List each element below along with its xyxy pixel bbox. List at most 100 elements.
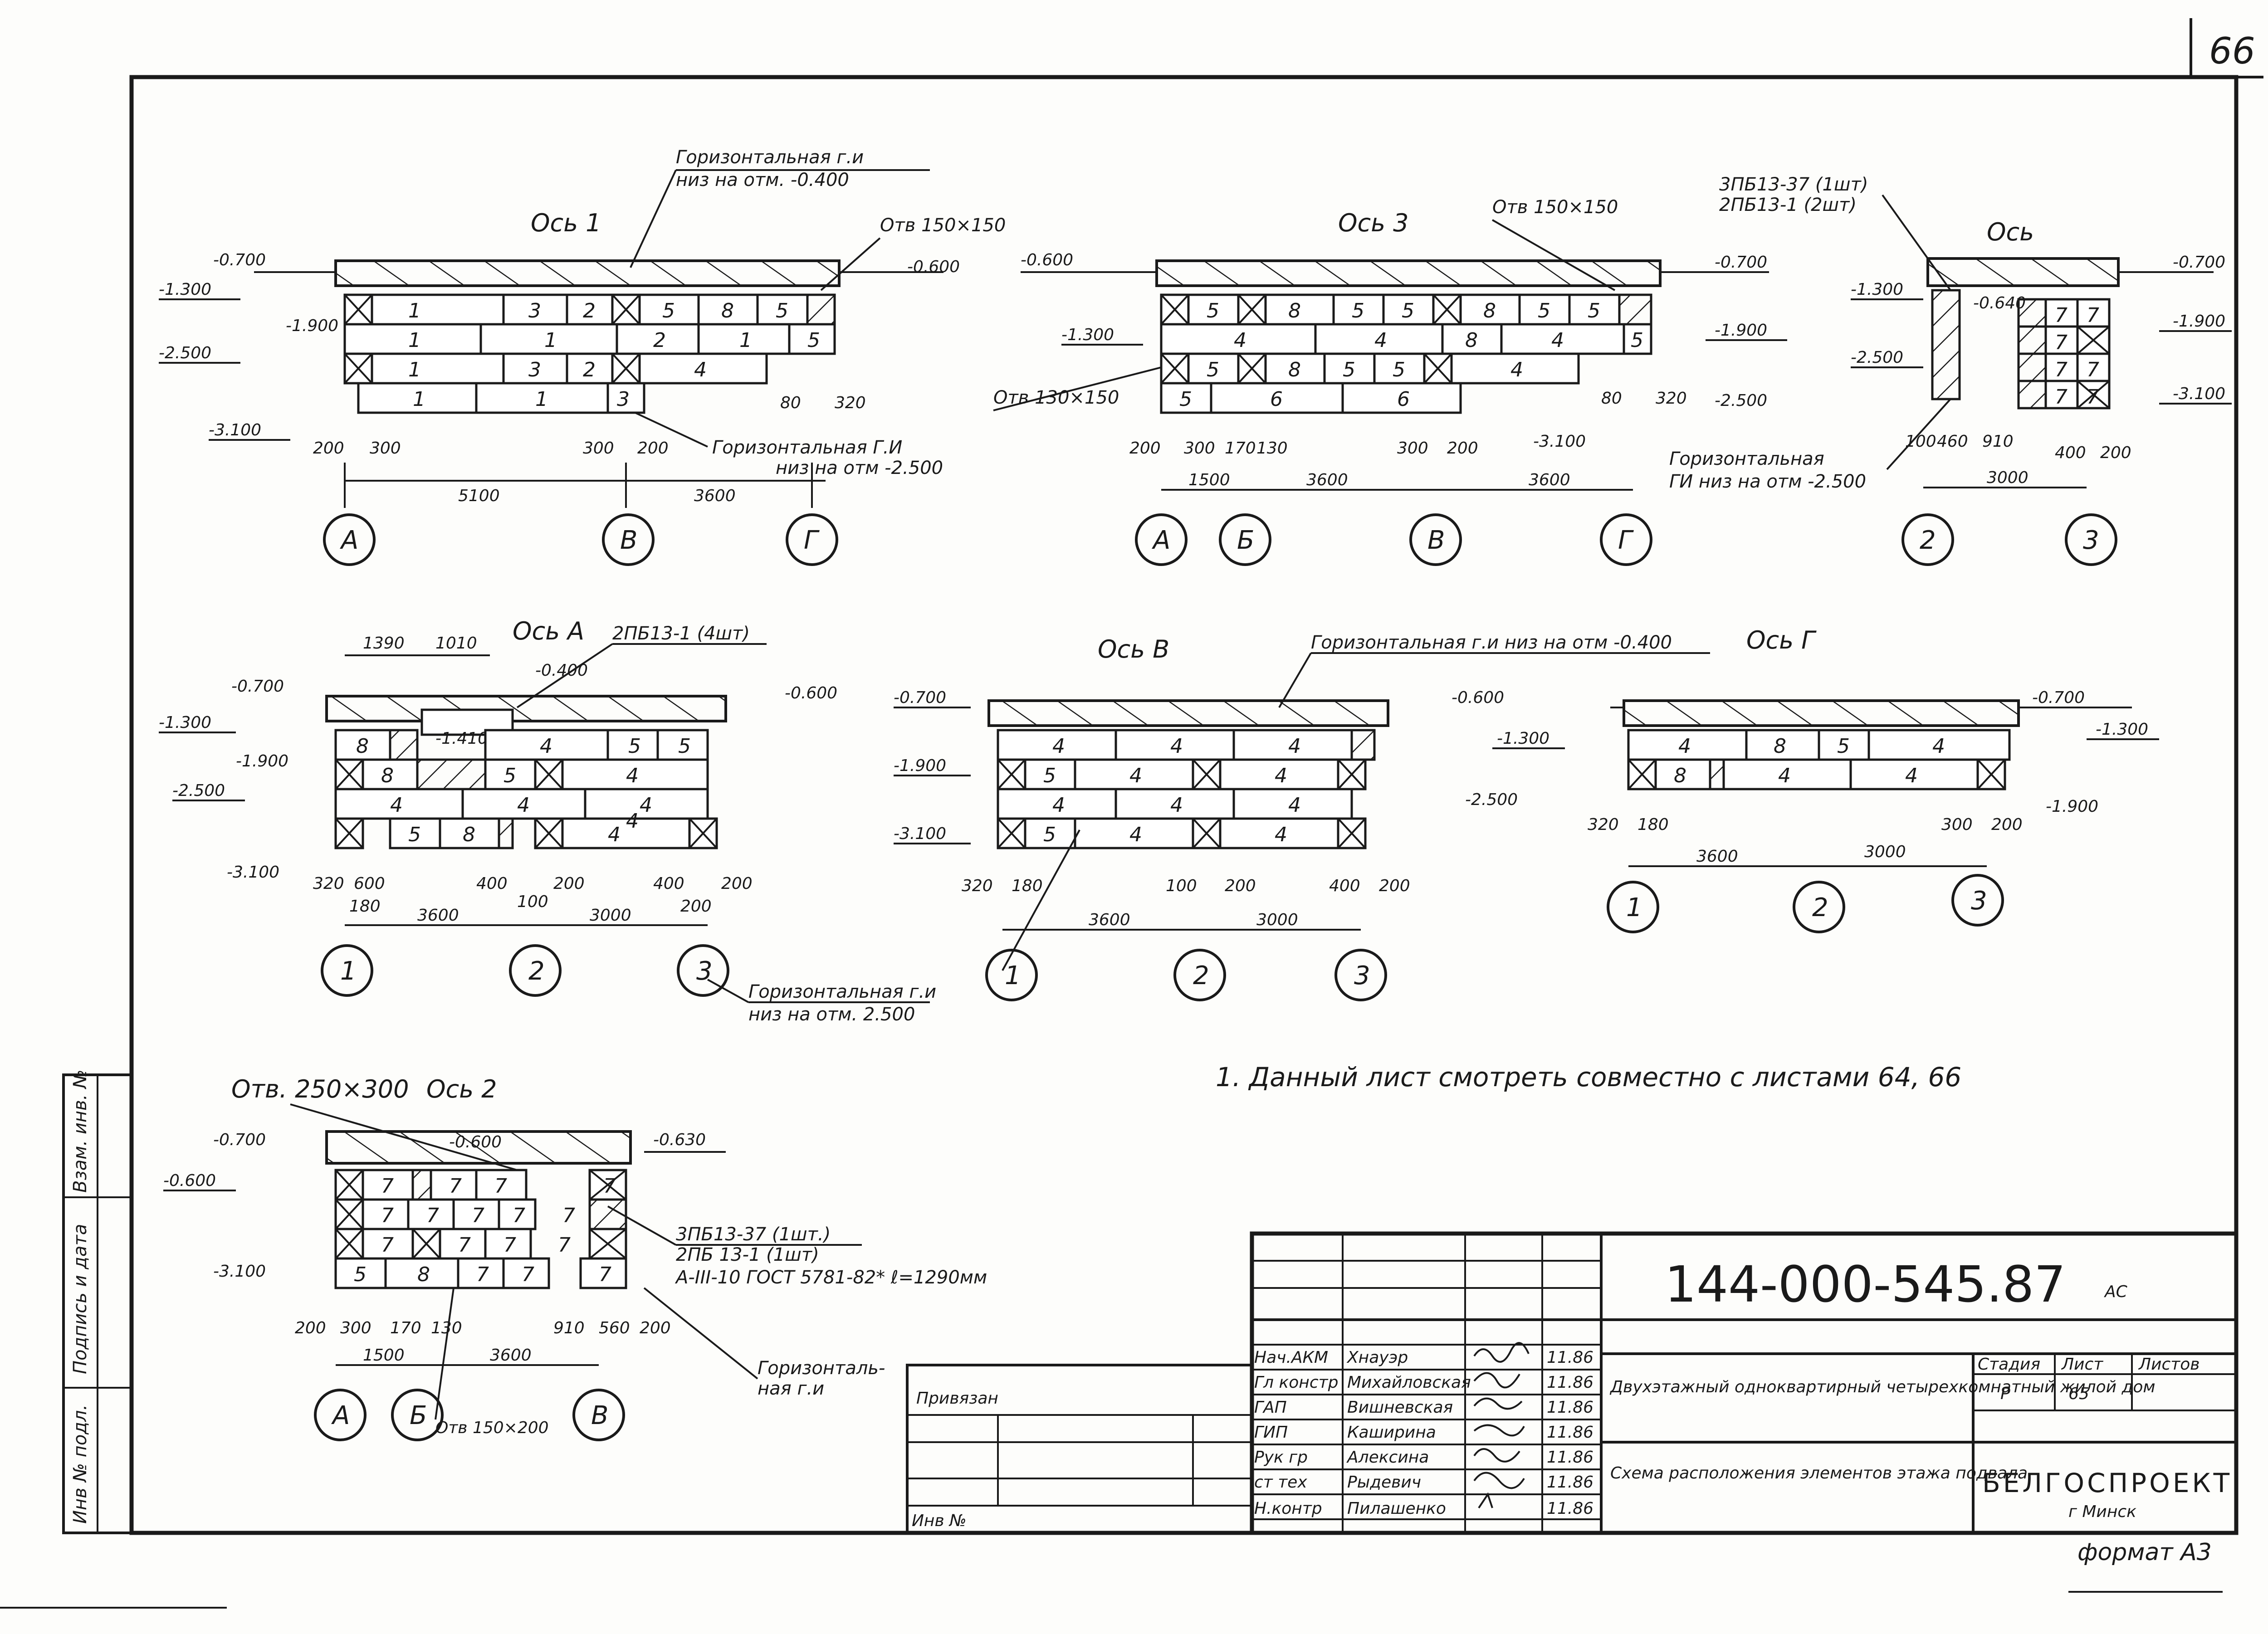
signature-5 [1473, 1448, 1520, 1463]
svg-text:Вишневская: Вишневская [1347, 1398, 1453, 1417]
os2-leader3: А-III-10 ГОСТ 5781-82* ℓ=1290мм [675, 1267, 987, 1288]
view-os3: Ось 3 Отв 150×150 [993, 197, 1787, 566]
svg-text:ГИП: ГИП [1254, 1423, 1288, 1442]
svg-text:11.86: 11.86 [1547, 1348, 1593, 1367]
svg-text:7: 7 [2055, 358, 2068, 381]
osB-leader-top: Горизонтальная г.и низ на отм -0.400 [1311, 632, 1672, 653]
svg-text:3600: 3600 [1089, 911, 1130, 929]
osA-title: Ось А [513, 617, 584, 645]
svg-text:3: 3 [617, 388, 630, 411]
os1-leader-bottom2: низ на отм -2.500 [776, 458, 943, 478]
svg-text:180: 180 [1637, 815, 1669, 834]
osG-block-numbers: 4 8 5 4 8 4 4 [1674, 735, 1945, 787]
svg-text:-1.300: -1.300 [2096, 720, 2148, 739]
svg-text:Хнауэр: Хнауэр [1346, 1348, 1408, 1367]
svg-text:180: 180 [349, 897, 381, 916]
os1-axes: А В Г [323, 513, 838, 566]
svg-text:7: 7 [458, 1234, 471, 1257]
svg-text:8: 8 [1288, 358, 1301, 381]
svg-text:5: 5 [503, 764, 516, 787]
os2-blocks [334, 1169, 627, 1289]
side-stamp-podpis: Подпись и дата [70, 1224, 91, 1374]
svg-text:3000: 3000 [1864, 843, 1906, 861]
svg-text:200: 200 [1379, 877, 1410, 895]
svg-text:2: 2 [1193, 961, 1209, 990]
svg-text:7: 7 [562, 1204, 575, 1227]
svg-text:7: 7 [558, 1234, 571, 1257]
svg-text:-0.700: -0.700 [213, 251, 266, 269]
svg-text:320: 320 [1656, 389, 1687, 408]
os2-axes: А Б В [314, 1389, 625, 1441]
svg-text:5: 5 [807, 329, 820, 352]
svg-text:1: 1 [408, 299, 421, 322]
svg-text:910: 910 [1982, 432, 2014, 451]
svg-text:7: 7 [503, 1234, 516, 1257]
os-small-block-numbers: 7 7 7 7 7 7 7 [2055, 304, 2099, 409]
svg-text:-1.900: -1.900 [894, 756, 946, 775]
svg-text:-0.700: -0.700 [1715, 253, 1767, 272]
svg-text:-1.900: -1.900 [286, 317, 338, 335]
svg-text:4: 4 [1510, 358, 1523, 381]
svg-text:4: 4 [1905, 764, 1918, 787]
svg-text:1: 1 [1005, 961, 1021, 990]
svg-text:2: 2 [1812, 893, 1828, 922]
svg-text:3: 3 [528, 358, 541, 381]
svg-text:-1.300: -1.300 [1497, 729, 1549, 748]
svg-text:200: 200 [721, 874, 753, 893]
svg-text:4: 4 [626, 764, 639, 787]
svg-text:400: 400 [653, 874, 684, 893]
svg-text:5: 5 [354, 1263, 367, 1286]
os3-dims: 200 300 170 130 1500 3600 300 200 3600 8… [1129, 389, 1687, 489]
svg-text:-0.630: -0.630 [653, 1131, 706, 1149]
svg-text:-2.500: -2.500 [1465, 790, 1518, 809]
svg-text:-1.300: -1.300 [159, 713, 211, 732]
os2-leader2: 2ПБ 13-1 (1шт) [676, 1244, 819, 1265]
svg-text:300: 300 [583, 439, 614, 458]
title-block-suffix: АС [2104, 1283, 2128, 1301]
os3-block-numbers: 5 8 5 5 8 5 5 4 4 8 4 5 5 8 5 5 4 5 6 6 [1179, 299, 1643, 411]
svg-text:100: 100 [517, 893, 548, 911]
svg-text:200: 200 [1225, 877, 1256, 895]
os-small-dims: 100 460 910 3000 400 200 [1905, 432, 2131, 487]
svg-text:130: 130 [1256, 439, 1288, 458]
svg-text:-3.100: -3.100 [2173, 385, 2225, 403]
svg-text:8: 8 [417, 1263, 430, 1286]
svg-text:-2.500: -2.500 [159, 344, 211, 362]
svg-text:460: 460 [1937, 432, 1968, 451]
os2-levels: -0.700 -0.600 -0.630 -3.100 [163, 1131, 706, 1281]
osB-slab [987, 699, 1389, 727]
svg-text:4: 4 [517, 794, 530, 817]
svg-text:4: 4 [626, 810, 639, 833]
title-block-sheets-label: Листов [2138, 1355, 2200, 1374]
view-os2: Отв. 250×300 Ось 2 -0.600 [163, 1075, 987, 1441]
svg-text:2: 2 [583, 299, 596, 322]
svg-text:-0.600: -0.600 [163, 1171, 216, 1190]
os1-blocks [343, 293, 836, 414]
os-small-slab [1926, 257, 2120, 287]
os3-axes: А Б В Г [1135, 513, 1652, 566]
svg-text:Рук гр: Рук гр [1254, 1448, 1308, 1467]
svg-text:300: 300 [1184, 439, 1215, 458]
svg-text:-1.900: -1.900 [1715, 321, 1767, 340]
svg-text:400: 400 [1329, 877, 1360, 895]
svg-text:-0.700: -0.700 [213, 1131, 266, 1149]
osA-dims-top: 1390 1010 [363, 634, 477, 653]
svg-text:3000: 3000 [1987, 468, 2028, 487]
signature-6 [1473, 1472, 1525, 1489]
svg-text:11.86: 11.86 [1547, 1398, 1593, 1417]
svg-text:5100: 5100 [458, 487, 500, 505]
svg-text:2: 2 [528, 956, 545, 986]
title-block-roles: Нач.АКМ Хнауэр 11.86 Гл констр Михайловс… [1254, 1348, 1593, 1518]
os2-title: Ось 2 [426, 1075, 497, 1103]
os3-blocks [1160, 293, 1652, 414]
svg-text:7: 7 [381, 1175, 394, 1198]
os2-leader-bottom2: ная г.и [758, 1378, 824, 1399]
svg-text:200: 200 [1447, 439, 1478, 458]
svg-text:7: 7 [603, 1175, 616, 1198]
os-small-leader2: 2ПБ13-1 (2шт) [1719, 195, 1857, 215]
svg-text:4: 4 [1129, 764, 1142, 787]
svg-text:4: 4 [1275, 823, 1287, 846]
svg-text:5: 5 [1837, 735, 1850, 758]
svg-text:8: 8 [1288, 299, 1301, 322]
svg-text:5: 5 [776, 299, 788, 322]
